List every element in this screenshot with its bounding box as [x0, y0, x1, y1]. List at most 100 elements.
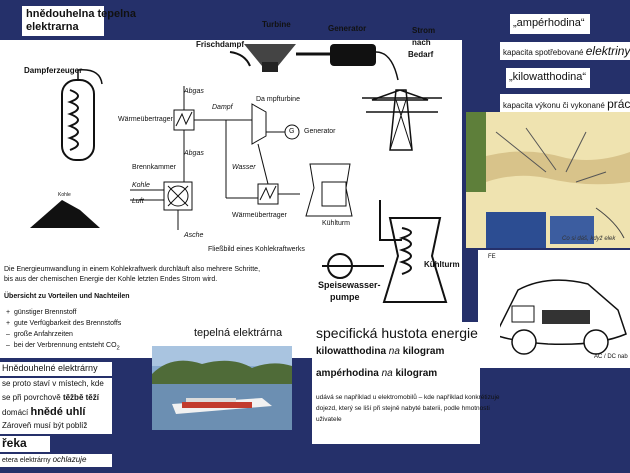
co2-subscript: 2	[116, 345, 120, 352]
notes-part: domácí	[2, 408, 29, 417]
label-kohle: Kohle	[132, 182, 150, 189]
label-turbine: Turbine	[262, 20, 291, 29]
list-item: + gute Verfügbarkeit des Brennstoffs	[6, 320, 121, 327]
label-strom: Strom	[412, 26, 436, 35]
notes-text: Zároveň musí být poblíž	[2, 421, 88, 430]
specificka-title-card: specifická hustota energie	[312, 322, 500, 344]
list-text: gute Verfügbarkeit des Brennstoffs	[13, 320, 122, 327]
notes-part: ochlazuje	[52, 455, 87, 464]
kg-text: kilogram	[395, 368, 438, 379]
list-text: bei der Verbrennung entsteht CO	[13, 342, 117, 349]
notes-line-3: se při povrchově těžbě těží	[0, 392, 112, 406]
notes-line-2: se proto staví v místech, kde	[0, 378, 112, 392]
list-item: – bei der Verbrennung entsteht CO2	[6, 342, 120, 351]
ah-text: ampérhodina	[316, 368, 379, 379]
list-mark: –	[6, 331, 10, 338]
label-kuehlturm-small: Kühlturm	[322, 220, 351, 227]
kilowatthodina-label: „kilowatthodina“	[509, 71, 587, 83]
notes-part: těžbě	[62, 393, 84, 402]
tepelna-label: tepelná elektrárna	[194, 327, 283, 339]
label-nach: nach	[412, 38, 431, 47]
text-paragraph-1: Die Energieumwandlung in einem Kohlekraf…	[4, 266, 261, 273]
label-wasser: Wasser	[232, 164, 256, 171]
specificka-line-2: ampérhodina na kilogram	[316, 368, 437, 379]
kwh-text: kilowatthodina	[316, 346, 386, 357]
notes-part: etera elektrárny	[2, 457, 51, 464]
label-generator-top: Generator	[328, 24, 367, 33]
na-text: na	[381, 368, 393, 379]
notes-text: domácí hnědé uhlí	[2, 406, 85, 418]
power-plant-schematic	[30, 44, 448, 303]
label-brennkammer: Brennkammer	[132, 164, 176, 171]
label-frischdampf: Frischdampf	[196, 40, 245, 49]
na-text: na	[388, 346, 400, 357]
notes-part: těží	[85, 393, 99, 402]
kapacita-vykonu-label: kapacita výkonu či vykonané prác	[503, 97, 630, 111]
list-text: große Anfahrzeiten	[13, 331, 73, 338]
label-dampf: Dampf	[212, 104, 233, 111]
label-speisewasser: Speisewasser-	[318, 280, 381, 290]
notes-line-6: řeka	[0, 436, 50, 452]
label-kuehlturm: Kühlturm	[424, 260, 460, 269]
label-g: G	[289, 128, 295, 135]
label-abgas-2: Abgas	[184, 150, 204, 157]
label-dampferzeuger: Dampferzeuger	[24, 66, 83, 75]
specificka-line-1: kilowatthodina na kilogram	[316, 346, 444, 357]
kg-text: kilogram	[402, 346, 445, 357]
label-waermeuebertrager-1: Wärmeübertrager	[118, 116, 173, 123]
list-item: – große Anfahrzeiten	[6, 331, 73, 338]
text-heading-vorteile: Übersicht zu Vorteilen und Nachteilen	[4, 293, 130, 300]
notes-text: Hnědouhelné elektrárny	[2, 363, 98, 373]
kapacita-vykonu-card: kapacita výkonu či vykonané prác	[500, 94, 630, 112]
sketch-footer: Co si dáš, když elek	[562, 236, 616, 242]
list-item: + günstiger Brennstoff	[6, 309, 77, 316]
label-abgas-1: Abgas	[184, 88, 204, 95]
title-line-2: elektrarna	[26, 21, 79, 33]
title-card: hnědouhelna tepelna elektrarna	[22, 6, 136, 36]
specificka-paragraph-3: uživatele	[316, 416, 342, 423]
car-label-acdc: AC / DC nab	[594, 354, 628, 360]
label-generator-mid: Generator	[304, 128, 336, 135]
river-photo-illustration	[152, 346, 292, 430]
kapacita-spotreby-text: kapacita spotřebované	[503, 48, 584, 57]
notes-line-4: domácí hnědé uhlí	[0, 406, 112, 420]
specificka-card: kilowatthodina na kilogram ampérhodina n…	[312, 344, 500, 444]
list-mark: –	[6, 342, 10, 349]
specificka-paragraph-1: udává se například u elektromobilů – kde…	[316, 394, 500, 401]
kapacita-spotreby-card: kapacita spotřebované elektriny	[500, 42, 630, 60]
tepelna-label-card: tepelná elektrárna	[190, 324, 288, 344]
notes-text: se při povrchově těžbě těží	[2, 393, 99, 402]
kilowatthodina-card: „kilowatthodina“	[506, 68, 590, 88]
notes-text: etera elektrárny ochlazuje	[2, 455, 86, 464]
notes-text: řeka	[2, 436, 27, 450]
amperhodina-card: „ampérhodina“	[510, 14, 590, 34]
kraftwerk-diagram-card: Dampferzeuger Frischdampf Turbine Genera…	[0, 20, 462, 358]
label-asche: Asche	[184, 232, 204, 239]
river-photo	[152, 346, 292, 430]
notes-line-5: Zároveň musí být poblíž	[0, 420, 112, 434]
list-mark: +	[6, 320, 11, 327]
amperhodina-label: „ampérhodina“	[513, 17, 585, 29]
car-label-fe: FE	[488, 254, 496, 260]
title-line-1: hnědouhelna tepelna	[26, 8, 137, 20]
label-pumpe: pumpe	[330, 292, 360, 302]
label-kohle-small: Kohle	[58, 192, 71, 198]
list-mark: +	[6, 309, 11, 316]
kapacita-spotreby-label: kapacita spotřebované elektriny	[503, 44, 630, 58]
notes-part: hnědé uhlí	[30, 406, 86, 418]
car-illustration	[497, 279, 627, 355]
notes-text: se proto staví v místech, kde	[2, 379, 104, 388]
label-dampfturbine: Da mpfturbine	[256, 96, 300, 103]
notes-line-7: etera elektrárny ochlazuje	[0, 454, 112, 467]
label-bedarf: Bedarf	[408, 50, 434, 59]
kapacita-vykonu-big: prác	[607, 97, 630, 111]
specificka-paragraph-2: dojezd, který se liší při stejně nabyté …	[316, 405, 490, 412]
diagram-caption: Fließbild eines Kohlekraftwerks	[208, 246, 305, 253]
sketch-illustration	[466, 112, 630, 248]
label-waermeuebertrager-2: Wärmeübertrager	[232, 212, 287, 219]
kapacita-spotreby-big: elektriny	[585, 44, 630, 58]
label-luft: Luft	[132, 198, 144, 205]
list-text: günstiger Brennstoff	[13, 309, 77, 316]
notes-part: se při povrchově	[2, 393, 61, 402]
text-paragraph-2: bis aus der chemischen Energie der Kohle…	[4, 276, 218, 283]
